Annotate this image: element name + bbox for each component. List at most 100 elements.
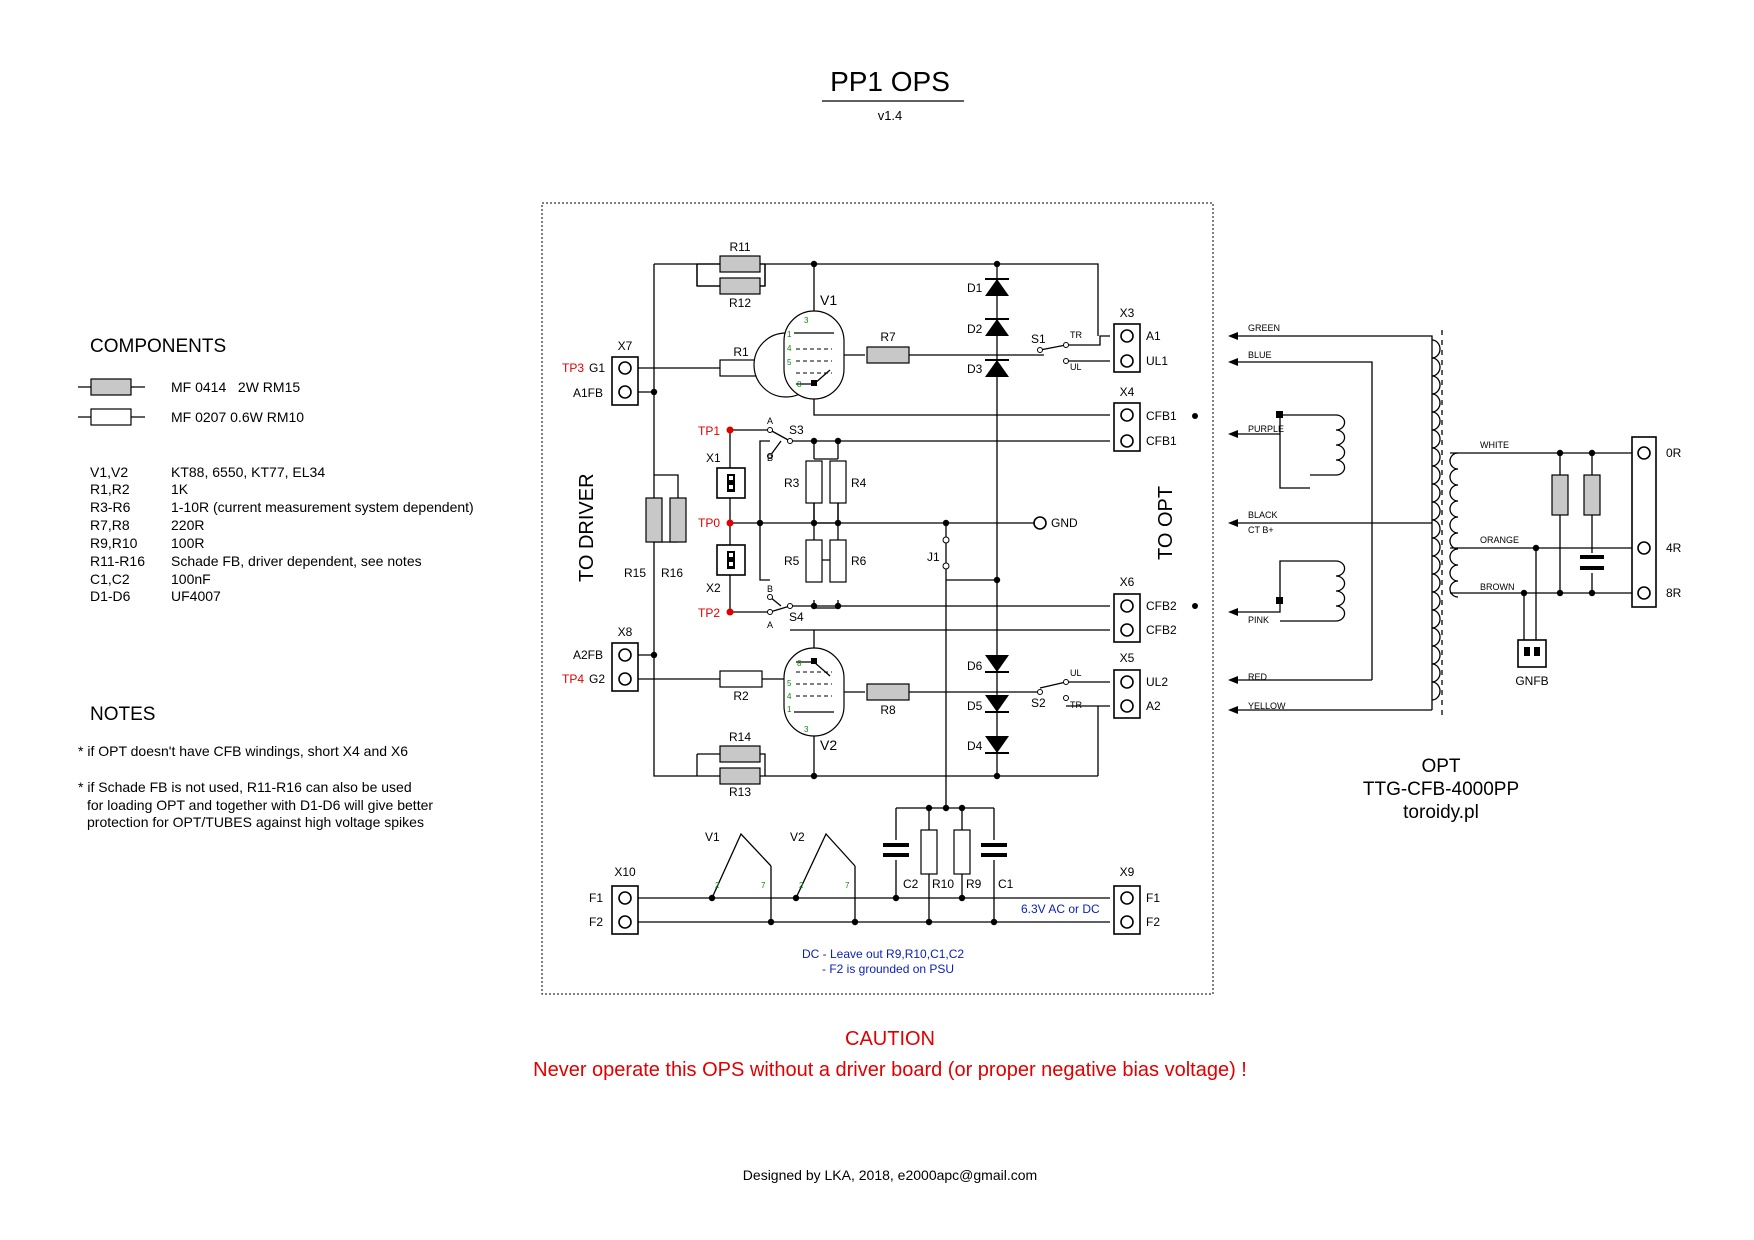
bom-value: UF4007 <box>171 588 221 604</box>
connector-x4 <box>1113 402 1141 452</box>
label-d4: D4 <box>967 739 983 753</box>
connector-x8 <box>611 642 639 692</box>
label-x1: X1 <box>706 451 721 465</box>
resistor-r13 <box>719 767 761 785</box>
label-ul2-pin: UL2 <box>1146 675 1168 689</box>
label-f2-right: F2 <box>1146 915 1160 929</box>
label-f1-right: F1 <box>1146 891 1160 905</box>
wire-yellow: YELLOW <box>1248 701 1286 711</box>
label-s3a: A <box>767 416 773 426</box>
bom-ref: R11-R16 <box>90 553 145 569</box>
opt-labels: GREEN BLUE PURPLE BLACK CT B+ PINK RED Y… <box>1248 323 1682 823</box>
legend-text-06w: MF 0207 0.6W RM10 <box>171 409 304 425</box>
resistor-r3 <box>805 460 823 504</box>
opt-load-resistor-2 <box>1583 474 1601 516</box>
label-cfb1b: CFB1 <box>1146 434 1177 448</box>
label-s4a: A <box>767 620 773 630</box>
board-outline <box>541 202 1214 995</box>
label-r9: R9 <box>966 877 982 891</box>
label-ul1: UL <box>1070 362 1082 372</box>
test-point-tp2[interactable] <box>726 608 734 616</box>
test-point-tp0[interactable] <box>726 519 734 527</box>
resistor-r12 <box>719 277 761 295</box>
label-tp1: TP1 <box>698 424 720 438</box>
resistor-r9 <box>953 829 971 875</box>
bom-ref: D1-D6 <box>90 588 131 604</box>
bom-value: Schade FB, driver dependent, see notes <box>171 553 422 569</box>
label-cfb2a: CFB2 <box>1146 599 1177 613</box>
resistor-r7 <box>866 346 910 364</box>
components-heading: COMPONENTS <box>90 336 226 357</box>
label-gnd: GND <box>1051 516 1078 530</box>
wire-pink: PINK <box>1248 615 1269 625</box>
label-s1: S1 <box>1031 332 1046 346</box>
label-f2-left: F2 <box>589 915 603 929</box>
page-title: PP1 OPS <box>830 66 950 97</box>
opt-arrows <box>1228 332 1238 714</box>
resistor-r11 <box>719 255 761 273</box>
v1-pin-8: 8 <box>797 380 802 389</box>
switch-contacts <box>767 342 1069 701</box>
label-r2: R2 <box>733 689 749 703</box>
wire-black: BLACK <box>1248 510 1278 520</box>
wire-orange: ORANGE <box>1480 535 1519 545</box>
label-tp4: TP4 <box>562 672 584 686</box>
legend-resistor-2w <box>78 378 145 396</box>
label-c1: C1 <box>998 877 1014 891</box>
diode-d2 <box>985 318 1009 336</box>
label-v1: V1 <box>820 292 837 308</box>
label-s4: S4 <box>789 610 804 624</box>
opt-junctions <box>1520 449 1596 597</box>
label-x6: X6 <box>1120 575 1135 589</box>
label-cfb1a: CFB1 <box>1146 409 1177 423</box>
v2-pin-3: 3 <box>804 725 809 734</box>
label-s3b: B <box>767 453 773 463</box>
bom-value: 100nF <box>171 571 211 587</box>
output-terminal <box>1631 436 1657 608</box>
v1-pin-5: 5 <box>787 358 792 367</box>
label-r15: R15 <box>624 566 646 580</box>
dc-note-2: - F2 is grounded on PSU <box>822 962 954 976</box>
wire-white: WHITE <box>1480 440 1509 450</box>
test-point-tp1[interactable] <box>726 426 734 434</box>
legend-resistor-06w <box>78 408 145 426</box>
output-8r: 8R <box>1666 586 1682 600</box>
bom-ref: R9,R10 <box>90 535 138 551</box>
label-d6: D6 <box>967 659 983 673</box>
opt-wiring <box>1235 335 1632 711</box>
note-line: * if Schade FB is not used, R11-R16 can … <box>78 779 412 795</box>
gnd-pad[interactable] <box>1033 516 1047 530</box>
label-a1: A1 <box>1146 329 1161 343</box>
connector-x6 <box>1113 593 1141 643</box>
opt-load-capacitor <box>1580 555 1604 570</box>
label-x7: X7 <box>618 339 633 353</box>
bom-list: V1,V2 KT88, 6550, KT77, EL34 R1,R2 1K R3… <box>90 464 474 604</box>
label-a1fb: A1FB <box>573 386 603 400</box>
resistor-r16 <box>669 497 687 543</box>
heater-v1-pin-7: 7 <box>761 881 766 890</box>
resistor-r4 <box>829 460 847 504</box>
bom-ref: R1,R2 <box>90 481 130 497</box>
label-x5: X5 <box>1120 651 1135 665</box>
label-d5: D5 <box>967 699 983 713</box>
label-f1-left: F1 <box>589 891 603 905</box>
caution-text: Never operate this OPS without a driver … <box>533 1059 1247 1081</box>
diode-d4 <box>985 736 1009 754</box>
label-tr1: TR <box>1070 330 1082 340</box>
bom-value: 1-10R (current measurement system depend… <box>171 499 474 515</box>
bom-value: KT88, 6550, KT77, EL34 <box>171 464 325 480</box>
label-v1-heater: V1 <box>705 830 720 844</box>
bom-value: 1K <box>171 481 189 497</box>
gnfb-connector <box>1517 639 1547 668</box>
label-r5: R5 <box>784 554 800 568</box>
label-d2: D2 <box>967 322 983 336</box>
label-r1: R1 <box>733 345 749 359</box>
v2-pin-1: 1 <box>787 705 792 714</box>
wire-purple: PURPLE <box>1248 424 1284 434</box>
label-x10: X10 <box>614 865 636 879</box>
label-tr2: TR <box>1070 700 1082 710</box>
label-v2: V2 <box>820 737 837 753</box>
wire-blue: BLUE <box>1248 350 1272 360</box>
label-r14: R14 <box>729 730 751 744</box>
